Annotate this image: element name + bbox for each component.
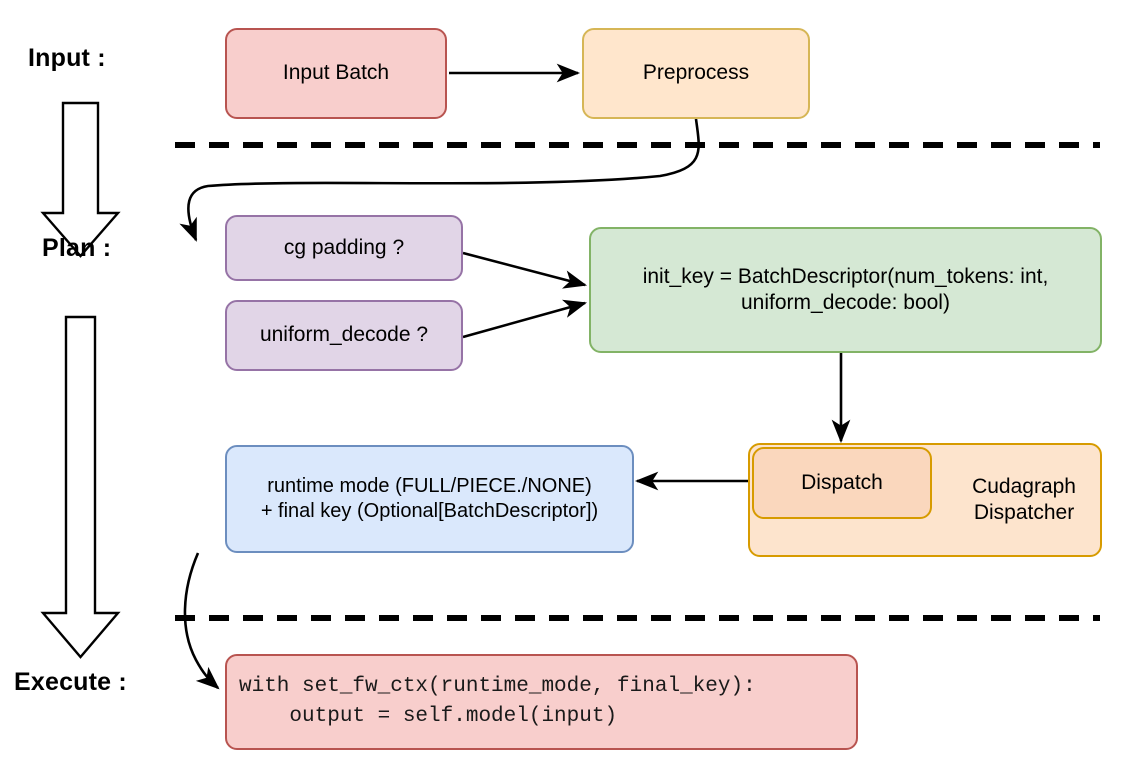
runtime-mode-to-execute-code-arrow bbox=[183, 552, 220, 690]
node-dispatch-label: Dispatch bbox=[801, 470, 883, 494]
node-cg-padding[interactable]: cg padding ? bbox=[225, 215, 463, 281]
node-input-batch[interactable]: Input Batch bbox=[225, 28, 447, 119]
node-input-batch-label: Input Batch bbox=[282, 61, 390, 85]
uniform-decode-to-init-key-arrow bbox=[462, 299, 588, 339]
node-init-key[interactable]: init_key = BatchDescriptor(num_tokens: i… bbox=[589, 227, 1102, 353]
plan-to-execute-block-arrow bbox=[40, 315, 121, 659]
stage-label-plan: Plan : bbox=[42, 234, 112, 262]
node-execute-code-label: with set_fw_ctx(runtime_mode, final_key)… bbox=[239, 674, 756, 728]
node-preprocess[interactable]: Preprocess bbox=[582, 28, 810, 119]
node-init-key-label: init_key = BatchDescriptor(num_tokens: i… bbox=[642, 264, 1049, 314]
node-runtime-mode-label: runtime mode (FULL/PIECE./NONE) + final … bbox=[260, 475, 599, 522]
node-preprocess-label: Preprocess bbox=[642, 61, 750, 85]
node-cg-padding-label: cg padding ? bbox=[283, 235, 405, 259]
node-runtime-mode[interactable]: runtime mode (FULL/PIECE./NONE) + final … bbox=[225, 445, 634, 553]
stage-label-input: Input : bbox=[28, 44, 106, 72]
node-execute-code[interactable]: with set_fw_ctx(runtime_mode, final_key)… bbox=[225, 654, 858, 750]
stage-label-execute: Execute : bbox=[14, 668, 127, 696]
node-cudagraph-dispatcher-label: Cudagraph Dispatcher bbox=[972, 474, 1076, 524]
node-uniform-decode-label: uniform_decode ? bbox=[259, 323, 429, 347]
node-uniform-decode[interactable]: uniform_decode ? bbox=[225, 300, 463, 371]
node-dispatch[interactable]: Dispatch bbox=[752, 447, 932, 519]
cg-padding-to-init-key-arrow bbox=[462, 251, 588, 289]
